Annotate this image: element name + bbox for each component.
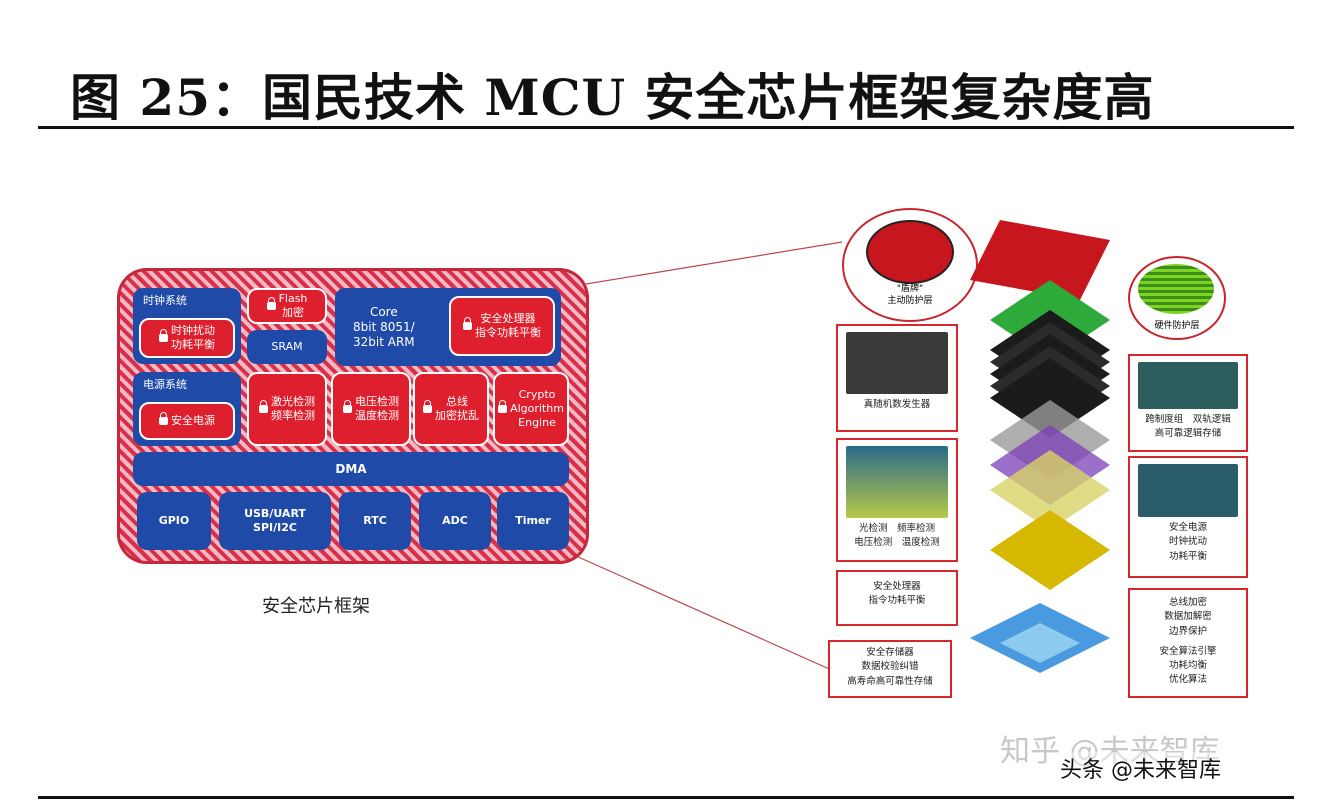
core-label: Core 8bit 8051/ 32bit ARM (353, 304, 415, 349)
algorithm-label: 安全算法引擎 功耗均衡 优化算法 (1159, 645, 1217, 686)
shield-callout: "盾牌" 主动防护层 (842, 208, 978, 322)
chip-photo-icon (846, 446, 948, 518)
shield-icon (866, 220, 954, 284)
gpio-block: GPIO (137, 492, 211, 550)
bus-encrypt-label: 总线 加密扰乱 (435, 395, 479, 422)
chip-photo-icon (846, 332, 948, 395)
light-detect-label: 激光检测 频率检测 (271, 395, 315, 422)
page-title: 图 25：国民技术 MCU 安全芯片框架复杂度高 (70, 68, 1155, 127)
flash-label: Flash 加密 (278, 292, 308, 319)
chip-photo-icon (1138, 362, 1238, 409)
lock-icon (463, 317, 472, 330)
chip-photo-icon (1138, 464, 1238, 518)
clock-sub-block: 时钟扰动 功耗平衡 (139, 318, 235, 358)
light-detect-block: 激光检测 频率检测 (247, 372, 327, 446)
power-system-block: 电源系统 安全电源 (133, 372, 241, 446)
secure-processor-box: 安全处理器 指令功耗平衡 (836, 570, 958, 626)
lock-icon (343, 400, 352, 413)
power-sub-block: 安全电源 (139, 402, 235, 440)
lock-icon (423, 400, 432, 413)
power-sub-label: 安全电源 (171, 414, 215, 428)
clock-system-block: 时钟系统 时钟扰动 功耗平衡 (133, 288, 241, 364)
power-system-title: 电源系统 (143, 378, 187, 391)
security-module-graphic (970, 603, 1110, 673)
clock-system-title: 时钟系统 (143, 294, 187, 307)
secure-processor-block: 安全处理器 指令功耗平衡 (449, 296, 555, 356)
circuit-icon (1138, 264, 1214, 314)
top-divider (38, 126, 1294, 129)
detector-label: 光检测 频率检测 电压检测 温度检测 (854, 523, 940, 549)
framework-caption: 安全芯片框架 (262, 596, 370, 617)
lock-icon (159, 329, 168, 342)
watermark-text: 知乎 @未来智库 (1000, 734, 1220, 769)
lock-icon (259, 400, 268, 413)
trng-label: 真随机数发生器 (863, 399, 931, 411)
security-chip-framework: 时钟系统 时钟扰动 功耗平衡 Flash 加密 SRAM Core 8bit 8… (117, 268, 589, 564)
power-clock-label: 安全电源 时钟扰动 功耗平衡 (1168, 522, 1207, 562)
voltage-detect-block: 电压检测 温度检测 (331, 372, 411, 446)
power-clock-box: 安全电源 时钟扰动 功耗平衡 (1128, 456, 1248, 578)
core-block: Core 8bit 8051/ 32bit ARM 安全处理器 指令功耗平衡 (335, 288, 561, 366)
trng-box: 真随机数发生器 (836, 324, 958, 432)
adc-block: ADC (419, 492, 491, 550)
hardware-callout: 硬件防护层 (1128, 256, 1226, 340)
hardware-label: 硬件防护层 (1154, 321, 1200, 331)
sram-block: SRAM (247, 330, 327, 364)
crypto-engine-block: Crypto Algorithm Engine (493, 372, 569, 446)
bus-label: 总线加密 数据加解密 边界保护 (1164, 597, 1212, 637)
detector-box: 光检测 频率检测 电压检测 温度检测 (836, 438, 958, 562)
bus-encrypt-block: 总线 加密扰乱 (413, 372, 489, 446)
bottom-divider (38, 796, 1294, 799)
rtc-block: RTC (339, 492, 411, 550)
flash-block: Flash 加密 (247, 288, 327, 324)
voltage-detect-label: 电压检测 温度检测 (355, 395, 399, 422)
logic-label: 跨制度组 双轨逻辑 高可靠逻辑存储 (1145, 414, 1231, 440)
timer-block: Timer (497, 492, 569, 550)
dma-bus: DMA (133, 452, 569, 486)
logic-box: 跨制度组 双轨逻辑 高可靠逻辑存储 (1128, 354, 1248, 452)
layer-stack-graphic (970, 220, 1110, 590)
usb-uart-block: USB/UART SPI/I2C (219, 492, 331, 550)
lock-icon (498, 400, 508, 413)
secure-processor-label: 安全处理器 指令功耗平衡 (475, 312, 541, 339)
crypto-engine-label: Crypto Algorithm Engine (510, 388, 564, 429)
source-text: 头条 @未来智库 (1060, 752, 1221, 784)
lock-icon (266, 297, 276, 310)
bus-algo-box: 总线加密 数据加解密 边界保护 安全算法引擎 功耗均衡 优化算法 (1128, 588, 1248, 698)
secure-storage-box: 安全存储器 数据校验纠错 高寿命高可靠性存储 (828, 640, 952, 698)
shield-label: "盾牌" 主动防护层 (887, 284, 933, 306)
lock-icon (159, 412, 168, 425)
clock-sub-label: 时钟扰动 功耗平衡 (171, 324, 215, 351)
